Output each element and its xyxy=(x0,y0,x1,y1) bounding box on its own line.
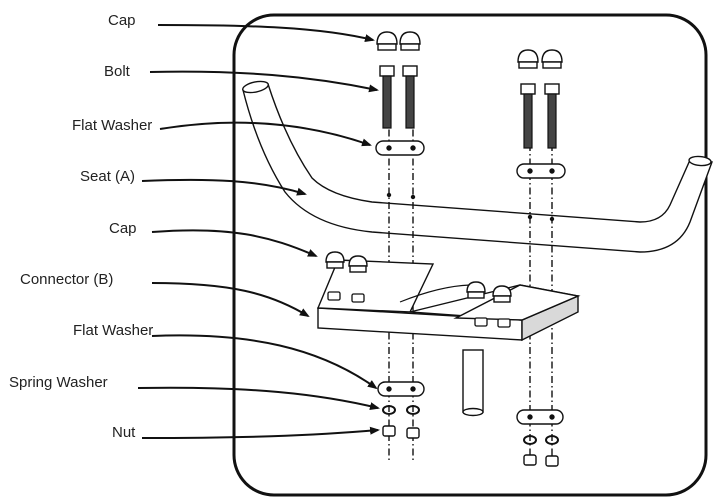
bolts xyxy=(379,65,560,149)
nuts xyxy=(382,425,559,467)
caps-top xyxy=(376,31,563,69)
label-seat: Seat (A) xyxy=(80,168,136,185)
label-connector: Connector (B) xyxy=(20,271,114,288)
arrow-seat xyxy=(141,178,307,196)
caps-mid xyxy=(325,251,512,303)
connector-nuts xyxy=(327,291,511,328)
arrow-flat-washer-bottom xyxy=(151,334,378,390)
arrow-cap-mid xyxy=(151,229,318,257)
frame-border xyxy=(232,13,708,497)
label-bolt: Bolt xyxy=(104,63,130,80)
label-nut: Nut xyxy=(112,424,136,441)
arrow-flat-washer-top xyxy=(159,121,372,147)
label-flat-washer-top: Flat Washer xyxy=(72,117,153,134)
label-spring-washer: Spring Washer xyxy=(9,374,108,391)
label-cap-top: Cap xyxy=(108,12,136,29)
flat-washers-bottom xyxy=(377,381,564,425)
seat-a xyxy=(242,80,713,253)
arrow-cap-top xyxy=(157,24,375,42)
arrow-nut xyxy=(141,426,380,439)
spring-washers xyxy=(382,405,559,445)
arrow-connector xyxy=(151,282,310,318)
label-flat-washer-bottom: Flat Washer xyxy=(73,322,154,339)
arrow-spring-washer xyxy=(137,386,380,411)
leader-arrows xyxy=(137,24,380,439)
arrow-bolt xyxy=(149,70,379,93)
connector-b xyxy=(316,259,581,417)
label-cap-mid: Cap xyxy=(109,220,137,237)
flat-washers-top xyxy=(375,140,566,179)
